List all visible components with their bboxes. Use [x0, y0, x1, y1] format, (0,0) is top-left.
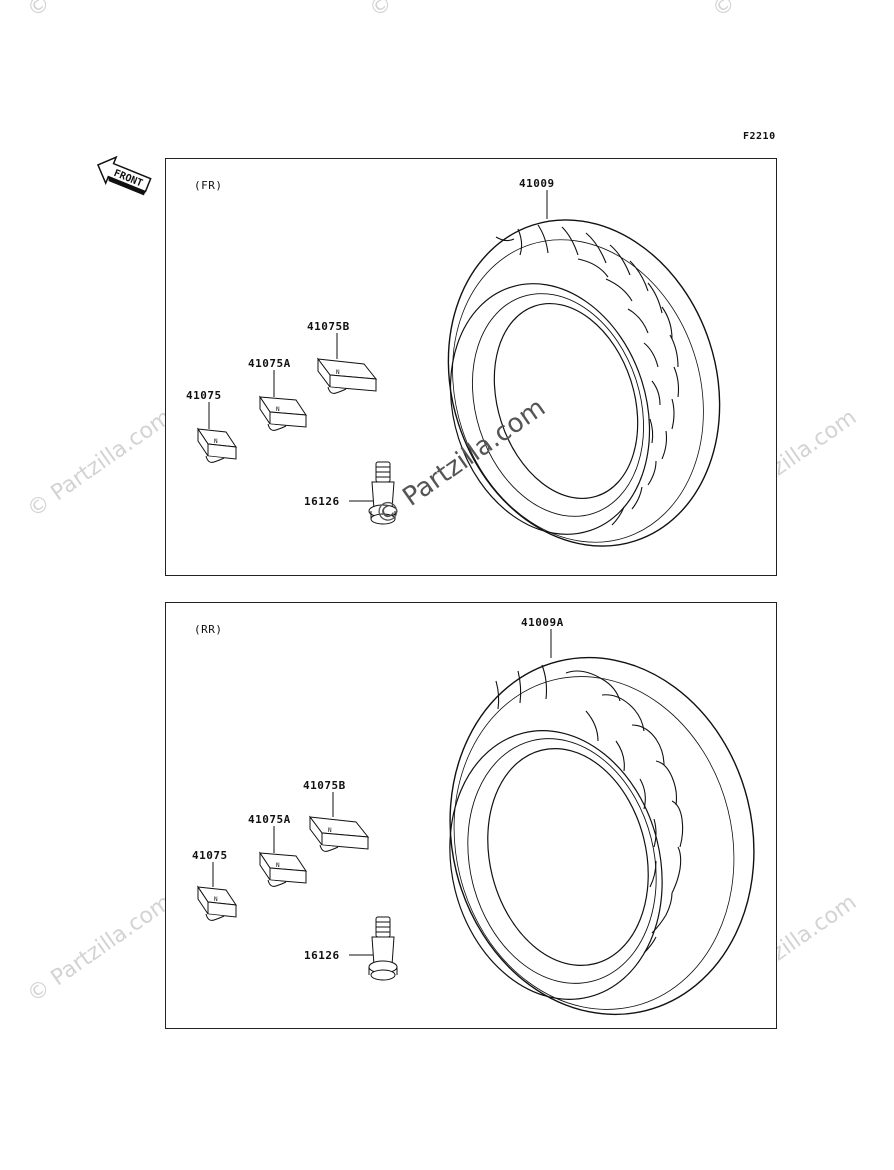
watermark: © Partzilla.com — [22, 404, 177, 523]
weight-a-part-number[interactable]: 41075A — [248, 357, 291, 370]
panel-title: (FR) — [194, 179, 223, 192]
svg-text:N: N — [276, 406, 280, 413]
balance-weight-41075b: N — [316, 357, 378, 394]
rear-tire-41009a — [449, 656, 755, 1016]
tire-part-number[interactable]: 41009A — [521, 616, 564, 629]
svg-text:N: N — [276, 862, 280, 869]
valve-part-number[interactable]: 16126 — [304, 949, 340, 962]
balance-weight-41075a: N — [259, 395, 307, 431]
front-parts-drawing: N N N — [196, 190, 721, 547]
balance-weight-41075a: N — [259, 851, 307, 887]
tire-part-number[interactable]: 41009 — [519, 177, 555, 190]
weight-part-number[interactable]: 41075 — [192, 849, 228, 862]
panel-title: (RR) — [194, 623, 223, 636]
rear-parts-drawing: N N N — [196, 629, 755, 1016]
valve-part-number[interactable]: 16126 — [304, 495, 340, 508]
front-tire-panel: (FR) 41009 41075B 41075A 41075 16126 — [165, 158, 777, 576]
weight-b-part-number[interactable]: 41075B — [307, 320, 350, 333]
watermark: © Partzilla.com — [23, 0, 176, 23]
watermark: © Partzilla.com — [22, 889, 177, 1008]
svg-text:N: N — [214, 896, 218, 903]
watermark: © Partzilla.com — [708, 0, 861, 23]
rear-tire-panel: (RR) 41009A 41075B 41075A 41075 16126 — [165, 602, 777, 1029]
watermark: © Partzilla.com — [365, 0, 518, 23]
tire-valve-16126 — [368, 461, 398, 525]
balance-weight-41075: N — [196, 427, 238, 463]
weight-part-number[interactable]: 41075 — [186, 389, 222, 402]
svg-text:N: N — [214, 438, 218, 445]
svg-text:N: N — [336, 369, 340, 376]
front-direction-arrow-icon: FRONT — [92, 145, 154, 205]
tire-valve-16126 — [368, 916, 398, 981]
front-tire-41009 — [447, 219, 721, 547]
balance-weight-41075b: N — [308, 815, 370, 852]
figure-code: F2210 — [743, 131, 776, 142]
balance-weight-41075: N — [196, 885, 238, 921]
svg-text:N: N — [328, 827, 332, 834]
weight-b-part-number[interactable]: 41075B — [303, 779, 346, 792]
weight-a-part-number[interactable]: 41075A — [248, 813, 291, 826]
